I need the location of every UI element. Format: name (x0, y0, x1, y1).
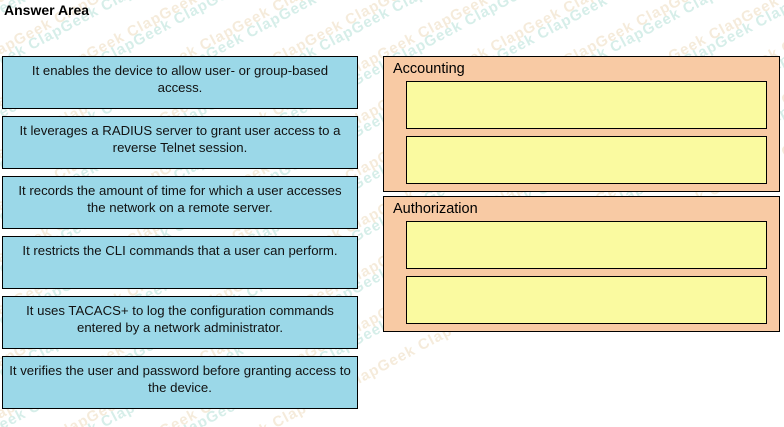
drop-slot[interactable] (406, 136, 767, 184)
page-title: Answer Area (4, 2, 90, 18)
drop-slot[interactable] (406, 221, 767, 269)
option-tile[interactable]: It leverages a RADIUS server to grant us… (2, 116, 358, 169)
dropzone-group (384, 221, 779, 324)
watermark-text: ClapGeek ClapGeek ClapGeek ClapGeek Clap… (0, 0, 784, 27)
option-tile[interactable]: It uses TACACS+ to log the configuration… (2, 296, 358, 349)
categories-list: Accounting Authorization (383, 56, 780, 336)
watermark-text: ClapGeek ClapGeek ClapGeek ClapGeek Clap… (0, 0, 784, 53)
category-panel-authorization: Authorization (383, 196, 780, 332)
option-tile-label: It enables the device to allow user- or … (31, 63, 329, 95)
drop-slot[interactable] (406, 81, 767, 129)
option-tile-label: It uses TACACS+ to log the configuration… (26, 303, 334, 335)
option-tile[interactable]: It verifies the user and password before… (2, 356, 358, 409)
category-title: Authorization (393, 201, 478, 217)
option-tile-label: It records the amount of time for which … (18, 183, 342, 215)
option-tile-label: It leverages a RADIUS server to grant us… (19, 123, 341, 155)
option-tile[interactable]: It enables the device to allow user- or … (2, 56, 358, 109)
option-tile[interactable]: It restricts the CLI commands that a use… (2, 236, 358, 289)
option-tile-label: It restricts the CLI commands that a use… (22, 243, 338, 258)
watermark-text: ClapGeek ClapGeek ClapGeek ClapGeek Clap… (0, 0, 784, 1)
category-title: Accounting (393, 61, 465, 77)
dropzone-group (384, 81, 779, 184)
drop-slot[interactable] (406, 276, 767, 324)
option-tile[interactable]: It records the amount of time for which … (2, 176, 358, 229)
category-panel-accounting: Accounting (383, 56, 780, 192)
option-tile-label: It verifies the user and password before… (9, 363, 351, 395)
options-list: It enables the device to allow user- or … (2, 56, 358, 416)
